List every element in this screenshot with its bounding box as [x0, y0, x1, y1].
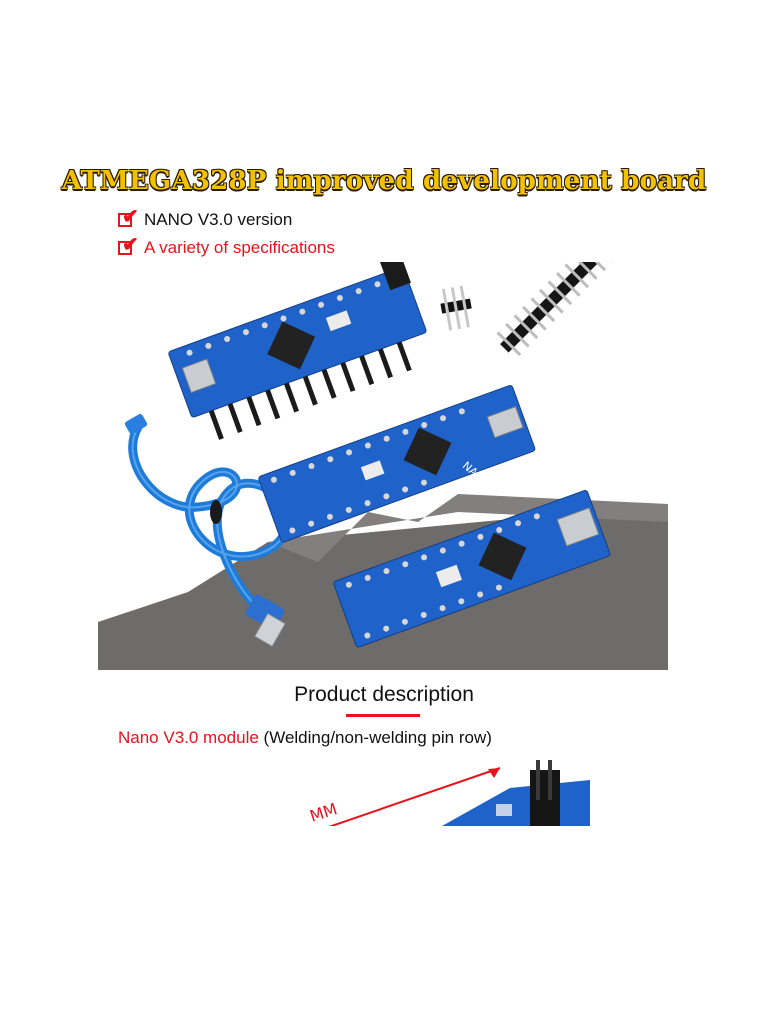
checkbox-checked-icon: ✔	[118, 235, 139, 255]
pin-header-short	[440, 285, 472, 331]
feature-label: A variety of specifications	[144, 238, 335, 257]
pin-header-long	[496, 262, 650, 357]
module-name: Nano V3.0 module	[118, 728, 259, 747]
usb-cable	[124, 414, 292, 647]
arrow-head-icon	[488, 768, 500, 778]
board-corner	[442, 760, 590, 826]
module-detail: (Welding/non-welding pin row)	[258, 728, 492, 747]
title-underline	[346, 714, 420, 717]
feature-label: NANO V3.0 version	[144, 210, 293, 229]
dimension-label: MM	[307, 799, 339, 826]
nano-board-with-headers	[168, 262, 427, 440]
section-title: Product description	[294, 683, 474, 706]
feature-item-version: ✔ NANO V3.0 version	[118, 207, 293, 230]
feature-item-specifications: ✔ A variety of specifications	[118, 235, 335, 258]
page-title: ATMEGA328P improved development board	[61, 166, 707, 196]
dimension-photo: MM	[307, 760, 590, 826]
dimension-arrow	[328, 767, 501, 826]
product-photo: NANO	[98, 262, 668, 670]
nano-board-micro-usb: NANO	[258, 384, 536, 543]
checkbox-checked-icon: ✔	[118, 207, 139, 227]
module-description: Nano V3.0 module (Welding/non-welding pi…	[118, 728, 492, 748]
nano-board-mini-usb	[333, 489, 611, 648]
